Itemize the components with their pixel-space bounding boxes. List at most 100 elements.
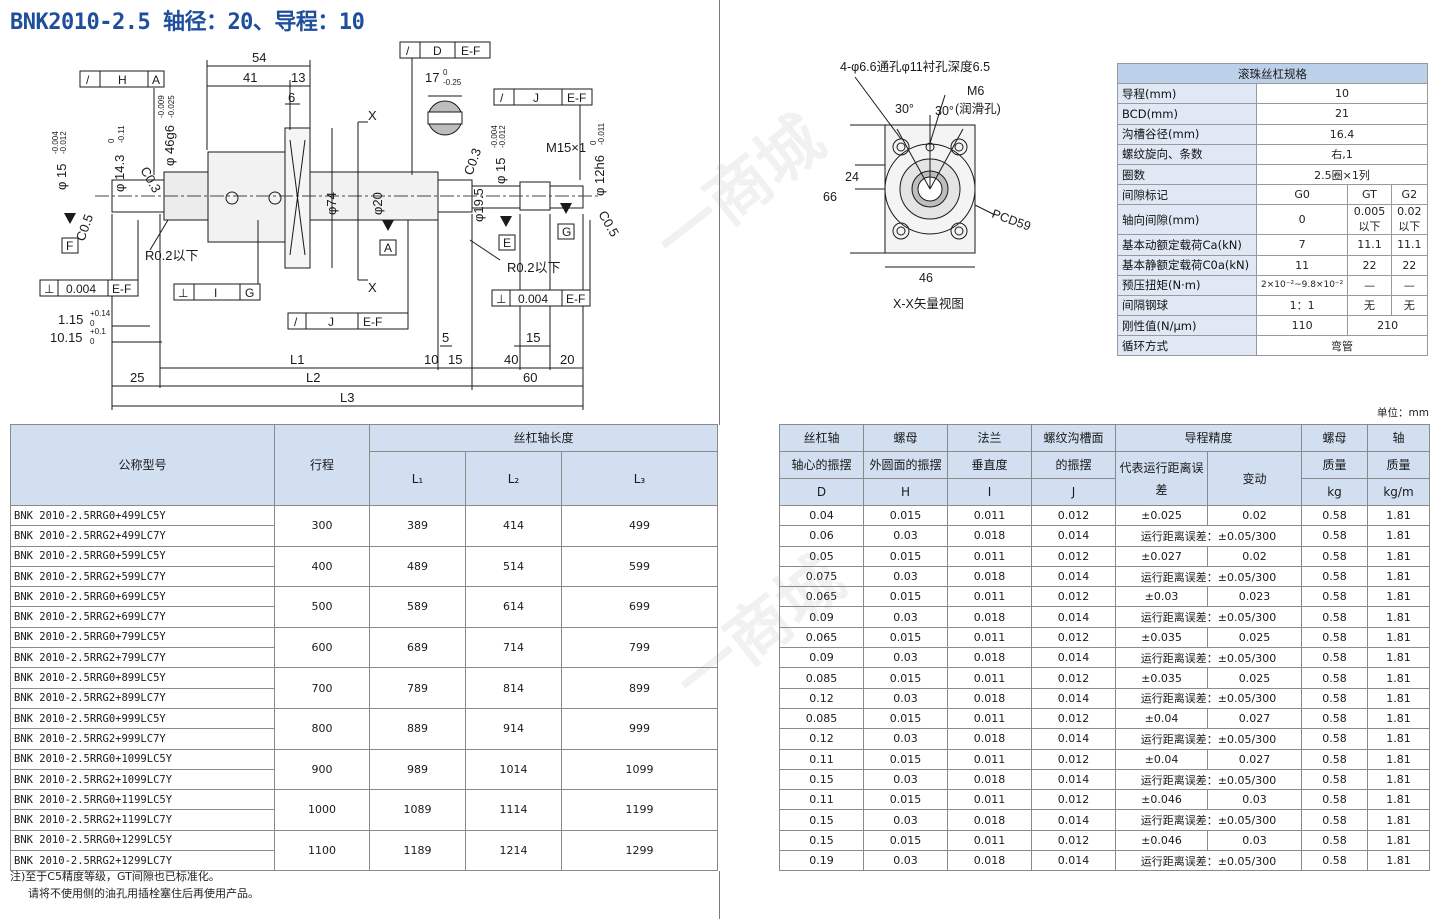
shaft-mass-cell: 1.81 bbox=[1367, 829, 1431, 852]
rep-error-cell: ±0.025 bbox=[1115, 504, 1208, 527]
nut-mass-cell: 0.58 bbox=[1301, 545, 1369, 567]
dim-d15-right-tol1: -0.004 bbox=[490, 125, 499, 148]
spec-value: 0.02以下 bbox=[1390, 204, 1429, 236]
runout-h-cell: 0.015 bbox=[863, 626, 948, 649]
nut-mass-cell: 0.58 bbox=[1301, 606, 1369, 628]
col-lead-accuracy: 导程精度 bbox=[1114, 424, 1303, 452]
nut-mass-cell: 0.58 bbox=[1301, 789, 1369, 811]
dim-d46-tol1: -0.009 bbox=[157, 95, 166, 118]
dim-41: 41 bbox=[243, 70, 257, 85]
dim-10-15: 10.15 bbox=[50, 330, 83, 345]
rep-error-cell: ±0.04 bbox=[1115, 748, 1208, 770]
runout-d-cell: 0.19 bbox=[779, 850, 864, 872]
col-l1: L₁ bbox=[369, 451, 466, 506]
runout-h-cell: 0.03 bbox=[863, 768, 948, 791]
spec-key: 基本动额定载荷Ca(kN) bbox=[1117, 234, 1257, 256]
spec-value: 210 bbox=[1347, 315, 1428, 337]
col-nut-2: 质量 bbox=[1301, 451, 1369, 479]
col-j-3: J bbox=[1031, 478, 1116, 506]
spec-value: 16.4 bbox=[1256, 123, 1428, 145]
spec-key: 刚性值(N/μm) bbox=[1117, 315, 1257, 337]
angle-right: 30° bbox=[935, 104, 954, 118]
dim-74: φ74 bbox=[324, 192, 339, 215]
shaft-mass-cell: 1.81 bbox=[1367, 768, 1431, 791]
nut-mass-cell: 0.58 bbox=[1301, 525, 1369, 547]
datum-a: A bbox=[384, 241, 392, 255]
col-i-3: I bbox=[947, 478, 1032, 506]
runout-j-cell: 0.012 bbox=[1031, 829, 1116, 852]
model-cell: BNK 2010-2.5RRG0+699LC5Y bbox=[10, 586, 275, 608]
stroke-cell: 400 bbox=[274, 545, 370, 588]
spec-value: 21 bbox=[1256, 103, 1428, 125]
shaft-mass-cell: 1.81 bbox=[1367, 626, 1431, 649]
m6-label: M6 bbox=[967, 84, 984, 98]
gdt-j-top-datum: E-F bbox=[567, 91, 586, 105]
model-cell: BNK 2010-2.5RRG0+599LC5Y bbox=[10, 545, 275, 567]
l2-cell: 1214 bbox=[465, 829, 562, 872]
spec-key: 螺纹旋向、条数 bbox=[1117, 143, 1257, 165]
l2-cell: 514 bbox=[465, 545, 562, 588]
lead-accuracy-cell: 运行距离误差：±0.05/300 bbox=[1114, 728, 1303, 750]
dim-d12h6-tol2: -0.011 bbox=[597, 122, 606, 145]
runout-h-cell: 0.015 bbox=[863, 748, 948, 770]
model-cell: BNK 2010-2.5RRG0+899LC5Y bbox=[10, 667, 275, 689]
l1-cell: 1189 bbox=[369, 829, 466, 872]
runout-d-cell: 0.04 bbox=[779, 504, 864, 527]
dim-20: 20 bbox=[560, 352, 574, 367]
model-cell: BNK 2010-2.5RRG2+1099LC7Y bbox=[10, 768, 275, 791]
l2-cell: 614 bbox=[465, 586, 562, 628]
perp-i-cell: 0.018 bbox=[947, 687, 1032, 709]
row-gap bbox=[717, 525, 780, 547]
nut-mass-cell: 0.58 bbox=[1301, 586, 1369, 608]
runout-d-cell: 0.15 bbox=[779, 829, 864, 852]
runout-j-cell: 0.012 bbox=[1031, 789, 1116, 811]
perp-i-cell: 0.011 bbox=[947, 504, 1032, 527]
runout-d-cell: 0.12 bbox=[779, 728, 864, 750]
stroke-cell: 500 bbox=[274, 586, 370, 628]
datum-g: G bbox=[562, 225, 571, 239]
spec-key: 基本静额定载荷C0a(kN) bbox=[1117, 254, 1257, 276]
perp-i-cell: 0.011 bbox=[947, 829, 1032, 852]
nut-mass-cell: 0.58 bbox=[1301, 728, 1369, 750]
nut-mass-cell: 0.58 bbox=[1301, 768, 1369, 791]
col-variation: 变动 bbox=[1206, 451, 1303, 506]
stroke-cell: 1000 bbox=[274, 789, 370, 831]
spec-table: 滚珠丝杠规格 导程(mm)10 BCD(mm)21 沟槽谷径(mm)16.4 螺… bbox=[1117, 62, 1429, 357]
nut-mass-cell: 0.58 bbox=[1301, 565, 1369, 588]
runout-d-cell: 0.06 bbox=[779, 525, 864, 547]
l1-cell: 689 bbox=[369, 626, 466, 669]
spec-key: 圈数 bbox=[1117, 163, 1257, 186]
shaft-mass-cell: 1.81 bbox=[1367, 687, 1431, 709]
l3-cell: 899 bbox=[561, 667, 718, 709]
runout-h-cell: 0.03 bbox=[863, 647, 948, 669]
gdt-h-datum: A bbox=[152, 73, 160, 87]
spec-header: 滚珠丝杠规格 bbox=[1117, 62, 1428, 85]
perp-i-cell: 0.018 bbox=[947, 728, 1032, 750]
row-gap bbox=[717, 789, 780, 810]
lead-accuracy-cell: 运行距离误差：±0.05/300 bbox=[1114, 525, 1303, 547]
l2-cell: 714 bbox=[465, 626, 562, 669]
dim-r02-left: R0.2以下 bbox=[145, 248, 198, 263]
dim-15-b: 15 bbox=[448, 352, 462, 367]
x-lower: X bbox=[368, 280, 377, 295]
runout-j-cell: 0.012 bbox=[1031, 545, 1116, 567]
col-shaft-3: kg/m bbox=[1367, 478, 1431, 506]
gdt-d-tol: D bbox=[433, 44, 442, 58]
runout-j-cell: 0.014 bbox=[1031, 728, 1116, 750]
spec-value: GT bbox=[1347, 184, 1392, 206]
perp-i-cell: 0.011 bbox=[947, 667, 1032, 689]
model-cell: BNK 2010-2.5RRG2+999LC7Y bbox=[10, 728, 275, 750]
row-gap bbox=[717, 647, 780, 668]
lead-accuracy-cell: 运行距离误差：±0.05/300 bbox=[1114, 687, 1303, 709]
runout-h-cell: 0.03 bbox=[863, 606, 948, 628]
variation-cell: 0.027 bbox=[1206, 707, 1303, 730]
variation-cell: 0.02 bbox=[1206, 504, 1303, 527]
dim-10-15-tol1: +0.1 bbox=[90, 327, 106, 336]
model-cell: BNK 2010-2.5RRG2+599LC7Y bbox=[10, 565, 275, 588]
